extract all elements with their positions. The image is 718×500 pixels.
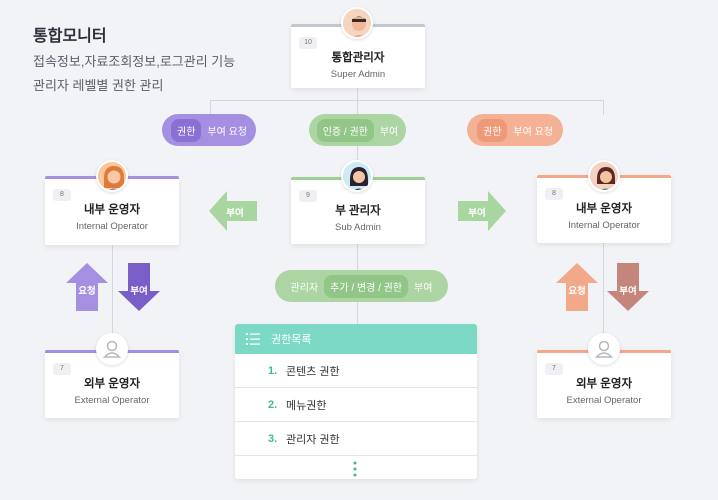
page-description-2: 관리자 레벨별 권한 관리 (33, 78, 164, 93)
list-item-label: 메뉴권한 (286, 399, 327, 412)
user-icon (102, 340, 122, 358)
pill-grant-center: 인증 / 권한 부여 (309, 114, 406, 146)
permission-list-header: 권한목록 (235, 324, 477, 354)
node-subtitle: Sub Admin (335, 222, 381, 233)
pill-request-right: 권한 부여 요청 (467, 114, 563, 146)
avatar-super-admin (341, 7, 373, 39)
connector-left-vertical (112, 245, 113, 350)
list-icon (246, 333, 260, 345)
pill-chip: 권한 (171, 118, 202, 142)
avatar-sub-admin (341, 160, 373, 192)
avatar-external-left (96, 333, 128, 365)
level-badge: 7 (53, 363, 71, 375)
node-external-operator-left[interactable]: 7 외부 운영자 External Operator (45, 350, 179, 418)
user-icon (594, 340, 614, 358)
level-badge: 7 (545, 363, 563, 375)
node-subtitle: External Operator (74, 395, 150, 406)
arrow-label: 부여 (226, 208, 244, 219)
list-item-number: 3. (268, 432, 278, 445)
level-badge: 8 (545, 188, 563, 200)
level-badge: 9 (299, 190, 317, 202)
node-subtitle: Internal Operator (76, 221, 148, 232)
node-subtitle: Super Admin (330, 69, 386, 80)
vertical-dots-icon (353, 461, 357, 477)
node-title: 통합관리자 (331, 52, 385, 64)
arrow-left-grant-icon (209, 191, 257, 231)
list-item-label: 콘텐츠 권한 (286, 365, 340, 378)
arrow-down-grant-icon (607, 263, 649, 311)
connector-right-vertical (603, 243, 604, 350)
permission-list-panel: 권한목록 1. 콘텐츠 권한 2. 메뉴권한 3. 관리자 권한 (235, 324, 477, 479)
arrow-label: 부여 (619, 286, 637, 297)
node-title: 부 관리자 (335, 205, 381, 217)
node-subtitle: External Operator (566, 395, 642, 406)
pill-prefix: 관리자 (290, 282, 319, 294)
connector-horizontal-top (210, 100, 604, 101)
arrow-label: 부여 (130, 286, 148, 297)
pill-admin-grant: 관리자 추가 / 변경 / 권한 부여 (275, 270, 448, 302)
pill-text: 부여 요청 (513, 126, 553, 138)
pill-text: 부여 (379, 126, 399, 138)
arrow-label: 부여 (468, 208, 486, 219)
page-description: 접속정보,자료조회정보,로그관리 기능 (33, 54, 236, 69)
list-item[interactable]: 1. 콘텐츠 권한 (235, 354, 477, 388)
arrow-label: 요청 (78, 286, 96, 297)
pill-chip: 추가 / 변경 / 권한 (324, 274, 409, 298)
pill-text: 부여 요청 (207, 126, 247, 138)
more-items[interactable] (235, 456, 477, 479)
level-badge: 8 (53, 189, 71, 201)
page-title: 통합모니터 (33, 28, 107, 45)
list-item-label: 관리자 권한 (286, 433, 340, 446)
arrow-up-request-icon (556, 263, 598, 311)
avatar-internal-left (96, 160, 128, 192)
pill-text: 부여 (414, 282, 433, 294)
permission-list-title: 권한목록 (271, 334, 312, 346)
pill-chip: 권한 (477, 118, 508, 142)
pill-chip: 인증 / 권한 (316, 118, 374, 142)
level-badge: 10 (299, 37, 317, 49)
node-subtitle: Internal Operator (568, 220, 640, 231)
list-item[interactable]: 2. 메뉴권한 (235, 388, 477, 422)
pill-request-left: 권한 부여 요청 (162, 114, 256, 146)
avatar-external-right (588, 333, 620, 365)
node-title: 내부 운영자 (83, 204, 141, 216)
arrow-right-grant-icon (458, 191, 506, 231)
list-item[interactable]: 3. 관리자 권한 (235, 422, 477, 456)
arrow-label: 요청 (568, 286, 586, 297)
connector-right-drop (603, 100, 604, 115)
node-title: 외부 운영자 (575, 378, 633, 390)
list-item-number: 2. (268, 398, 278, 411)
list-item-number: 1. (268, 364, 278, 377)
node-title: 내부 운영자 (575, 203, 633, 215)
connector-left-drop (210, 100, 211, 115)
arrow-down-grant-icon (118, 263, 160, 311)
avatar-internal-right (588, 160, 620, 192)
node-title: 외부 운영자 (83, 378, 141, 390)
arrow-up-request-icon (66, 263, 108, 311)
